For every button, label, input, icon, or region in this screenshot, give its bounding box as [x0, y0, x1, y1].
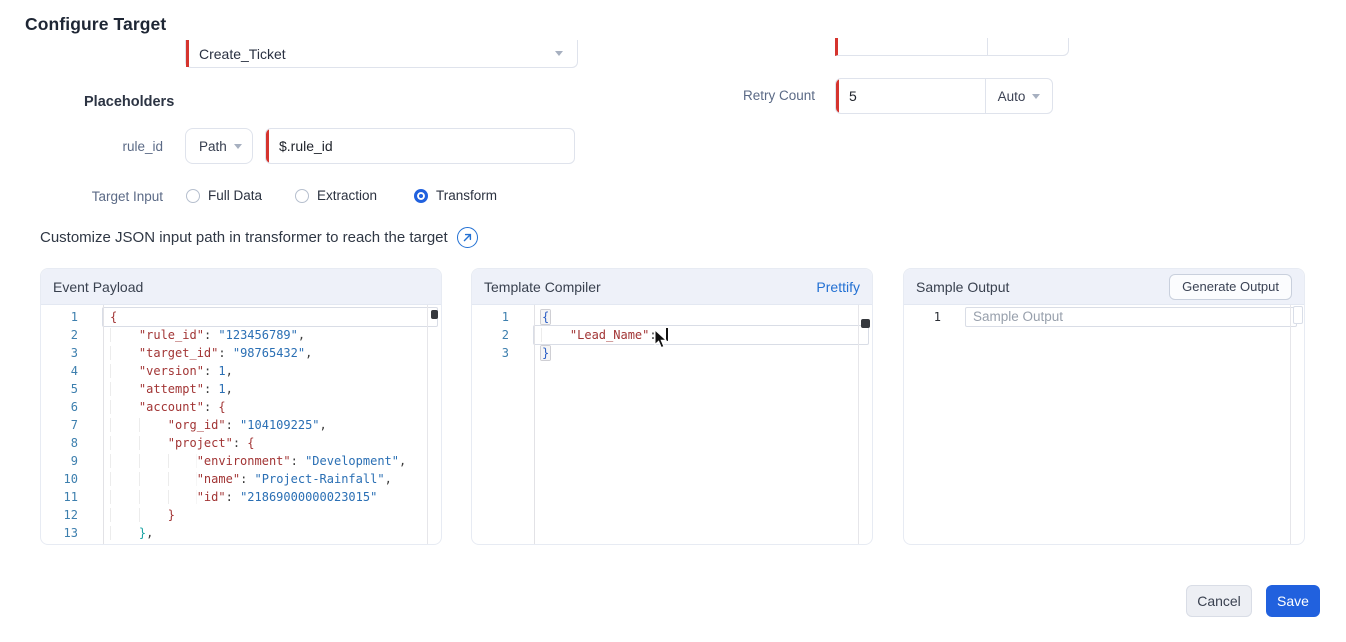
- placeholder-value-input[interactable]: $.rule_id: [265, 128, 575, 164]
- line-number: 7: [70, 418, 78, 432]
- required-marker: [836, 79, 839, 113]
- placeholder-type-dropdown[interactable]: Path: [185, 128, 253, 164]
- line-number: 1: [933, 310, 941, 324]
- code-line[interactable]: 4 "version": 1,: [41, 362, 441, 380]
- scrollbar-thumb[interactable]: [861, 319, 870, 328]
- code-line[interactable]: 2 "rule_id": "123456789",: [41, 326, 441, 344]
- code-line[interactable]: 6 "account": {: [41, 398, 441, 416]
- gutter-divider: [534, 305, 535, 544]
- retry-count-input[interactable]: 5: [836, 79, 986, 113]
- clipped-dropdown[interactable]: [987, 38, 1069, 56]
- scrollbar-thumb[interactable]: [431, 310, 438, 319]
- required-marker: [186, 40, 189, 67]
- code-line[interactable]: 9 "environment": "Development",: [41, 452, 441, 470]
- retry-count-group: 5 Auto: [835, 78, 1053, 114]
- customize-note: Customize JSON input path in transformer…: [40, 227, 478, 248]
- radio-icon[interactable]: [414, 188, 428, 203]
- generate-output-button[interactable]: Generate Output: [1169, 273, 1292, 300]
- page-title: Configure Target: [25, 14, 167, 34]
- clipped-field[interactable]: [835, 38, 1069, 56]
- required-marker: [266, 129, 269, 163]
- save-button[interactable]: Save: [1266, 585, 1320, 617]
- radio-full-data[interactable]: Full Data: [186, 188, 262, 203]
- code-line[interactable]: 3}: [472, 344, 872, 362]
- line-number: 1: [70, 310, 78, 324]
- line-number: 3: [70, 346, 78, 360]
- line-number: 10: [63, 472, 78, 486]
- line-number: 5: [70, 382, 78, 396]
- event-payload-title: Event Payload: [53, 278, 144, 295]
- placeholders-heading: Placeholders: [84, 94, 175, 110]
- code-line[interactable]: 3 "target_id": "98765432",: [41, 344, 441, 362]
- line-number: 6: [70, 400, 78, 414]
- code-line[interactable]: 2 "Lead_Name":: [472, 326, 872, 344]
- scrollbar-track[interactable]: [858, 305, 859, 544]
- event-payload-panel: Event Payload 1{2 "rule_id": "123456789"…: [40, 268, 442, 545]
- line-number: 2: [501, 328, 509, 342]
- retry-mode-value: Auto: [997, 88, 1026, 104]
- sample-output-header: Sample Output Generate Output: [904, 269, 1304, 305]
- radio-icon[interactable]: [295, 188, 309, 203]
- target-input-label: Target Input: [91, 189, 163, 204]
- code-line[interactable]: 5 "attempt": 1,: [41, 380, 441, 398]
- retry-count-value: 5: [849, 88, 857, 104]
- radio-transform[interactable]: Transform: [414, 188, 497, 203]
- line-number: 9: [70, 454, 78, 468]
- retry-mode-dropdown[interactable]: Auto: [986, 79, 1052, 113]
- chevron-down-icon: [555, 51, 563, 56]
- scrollbar-track[interactable]: [427, 305, 428, 544]
- clipped-input[interactable]: [835, 38, 987, 56]
- line-number: 4: [70, 364, 78, 378]
- line-number: 12: [63, 508, 78, 522]
- code-line[interactable]: 1{: [472, 308, 872, 326]
- line-number: 3: [501, 346, 509, 360]
- prettify-link[interactable]: Prettify: [816, 278, 860, 295]
- scrollbar-track[interactable]: [1290, 305, 1291, 544]
- line-number: 13: [63, 526, 78, 540]
- template-compiler-header: Template Compiler Prettify: [472, 269, 872, 305]
- open-transformer-icon[interactable]: [456, 227, 478, 248]
- code-line[interactable]: 10 "name": "Project-Rainfall",: [41, 470, 441, 488]
- chevron-down-icon: [234, 143, 242, 149]
- placeholder-name-label: rule_id: [122, 139, 163, 154]
- cancel-button[interactable]: Cancel: [1186, 585, 1252, 617]
- line-number: 2: [70, 328, 78, 342]
- code-line[interactable]: 7 "org_id": "104109225",: [41, 416, 441, 434]
- event-payload-header: Event Payload: [41, 269, 441, 305]
- line-number: 1: [501, 310, 509, 324]
- placeholder-value: $.rule_id: [279, 138, 333, 154]
- code-line[interactable]: 13 },: [41, 524, 441, 542]
- template-compiler-panel: Template Compiler Prettify 1{2 "Lead_Nam…: [471, 268, 873, 545]
- placeholder-type-value: Path: [199, 138, 227, 154]
- target-action-value: Create_Ticket: [199, 45, 286, 62]
- gutter-divider: [103, 305, 104, 544]
- radio-icon[interactable]: [186, 188, 200, 203]
- scrollbar-thumb[interactable]: [1293, 306, 1303, 324]
- text-cursor: [665, 328, 668, 341]
- event-payload-editor[interactable]: 1{2 "rule_id": "123456789",3 "target_id"…: [41, 305, 441, 544]
- template-compiler-title: Template Compiler: [484, 278, 601, 295]
- template-compiler-editor[interactable]: 1{2 "Lead_Name": 3}: [472, 305, 872, 544]
- code-line[interactable]: 11 "id": "21869000000023015": [41, 488, 441, 506]
- sample-output-title: Sample Output: [916, 278, 1010, 295]
- code-line[interactable]: 1{: [41, 308, 441, 326]
- code-line[interactable]: 12 }: [41, 506, 441, 524]
- retry-count-label: Retry Count: [742, 88, 815, 103]
- line-number: 8: [70, 436, 78, 450]
- radio-extraction[interactable]: Extraction: [295, 188, 377, 203]
- code-line[interactable]: 8 "project": {: [41, 434, 441, 452]
- target-action-dropdown[interactable]: Create_Ticket: [185, 40, 578, 68]
- line-number: 11: [63, 490, 78, 504]
- chevron-down-icon: [1032, 93, 1041, 99]
